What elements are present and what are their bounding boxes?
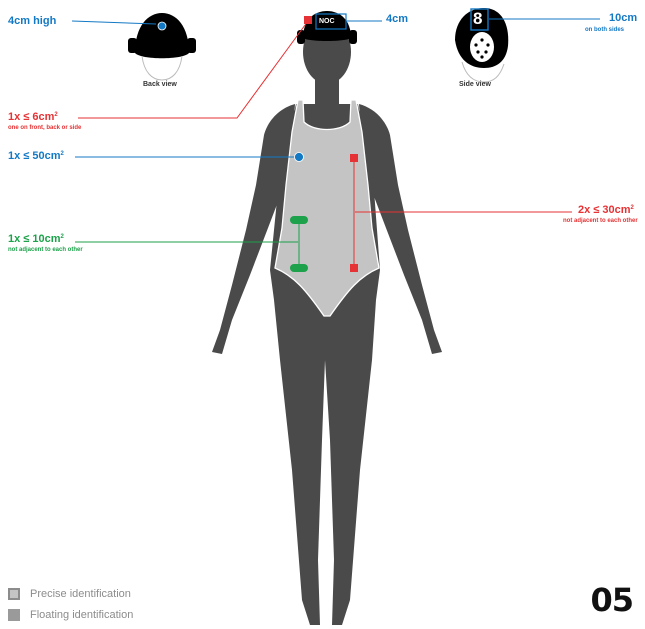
back-cap-logo-marker — [158, 22, 166, 30]
legend-floating: Floating identification — [8, 609, 133, 621]
legend-floating-label: Floating identification — [30, 609, 133, 621]
chest-logo-marker — [295, 153, 304, 162]
cap-logo-rule-note: one on front, back or side — [8, 125, 81, 131]
side-cap-number: 8 — [473, 10, 482, 27]
legend-precise-label: Precise identification — [30, 588, 131, 600]
side-view-label: Side view — [459, 81, 491, 88]
hip-logo-rule: 2x ≤ 30cm2 — [578, 205, 634, 216]
body-silhouette — [212, 20, 442, 625]
cap-logo-marker — [304, 16, 312, 24]
hip-logo-marker-bottom — [350, 264, 358, 272]
front-cap-dimension: 4cm — [386, 14, 408, 25]
side-logo-marker-top — [290, 216, 308, 224]
side-logo-rule: 1x ≤ 10cm2 — [8, 234, 64, 245]
front-view-cap — [297, 11, 357, 44]
hip-logo-marker-top — [350, 154, 358, 162]
cap-logo-rule: 1x ≤ 6cm2 — [8, 112, 58, 123]
side-logo-marker-bottom — [290, 264, 308, 272]
back-cap-dimension: 4cm high — [8, 16, 56, 27]
precise-swatch — [8, 588, 20, 600]
floating-swatch — [8, 609, 20, 621]
hip-logo-rule-note: not adjacent to each other — [563, 218, 638, 224]
side-cap-note: on both sides — [585, 27, 624, 33]
page-number: 05 — [590, 581, 633, 619]
noc-badge-text: NOC — [319, 18, 335, 25]
side-logo-rule-note: not adjacent to each other — [8, 247, 83, 253]
side-cap-dimension: 10cm — [609, 13, 637, 24]
back-view-label: Back view — [143, 81, 177, 88]
chest-logo-rule: 1x ≤ 50cm2 — [8, 151, 64, 162]
legend-precise: Precise identification — [8, 588, 131, 600]
